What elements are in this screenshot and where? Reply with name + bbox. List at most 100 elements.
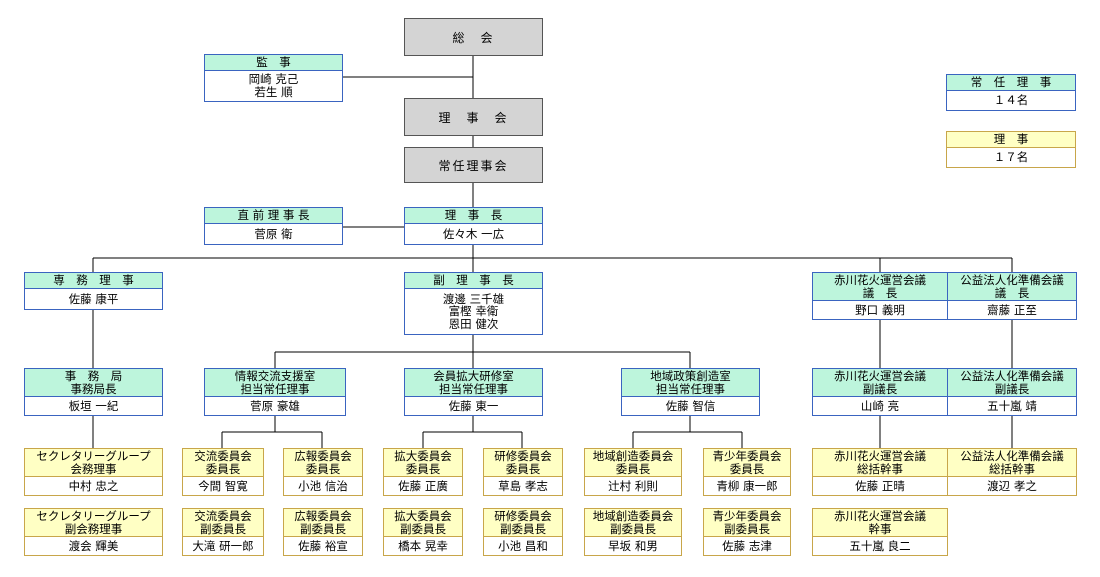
box-name: 渡邊 三千雄 富樫 幸衛 恩田 健次	[442, 291, 505, 331]
box-title: 監 事	[205, 55, 342, 71]
secretariat-box: 事 務 局 事務局長 板垣 一紀	[24, 368, 163, 416]
box-name: 野口 義明	[855, 302, 905, 317]
committee-box: 公益法人化準備会議 総括幹事渡辺 孝之	[947, 448, 1077, 496]
committee-box: 研修委員会 副委員長小池 昌和	[483, 508, 563, 556]
box-name: 板垣 一紀	[68, 398, 119, 413]
box-title: 交流委員会 委員長	[183, 449, 263, 477]
box-title: 青少年委員会 副委員長	[704, 509, 790, 537]
box-title: 公益法人化準備会議 副議長	[948, 369, 1076, 397]
box-title: 地域創造委員会 委員長	[585, 449, 681, 477]
committee-box: 青少年委員会 委員長青柳 康一郎	[703, 448, 791, 496]
box-title: セクレタリーグループ 会務理事	[25, 449, 162, 477]
fireworks-vice-box: 赤川花火運営会議 副議長 山崎 亮	[812, 368, 948, 416]
box-title: 副 理 事 長	[405, 273, 542, 289]
info-office-box: 情報交流支援室 担当常任理事 菅原 豪雄	[204, 368, 346, 416]
former-chair-box: 直 前 理 事 長 菅原 衛	[204, 207, 343, 245]
box-name: 草島 孝志	[498, 478, 548, 493]
box-name: 渡辺 孝之	[987, 478, 1037, 493]
general-meeting-box: 総 会	[404, 18, 543, 56]
box-title: 広報委員会 委員長	[284, 449, 362, 477]
legend-count: １４名	[993, 93, 1029, 107]
committee-box: 拡大委員会 副委員長橋本 晃幸	[383, 508, 463, 556]
box-name: 菅原 豪雄	[250, 398, 300, 413]
box-title: 専 務 理 事	[25, 273, 162, 289]
box-name: 佐藤 康平	[68, 291, 119, 306]
committee-box: 地域創造委員会 委員長辻村 利則	[584, 448, 682, 496]
box-name: 佐藤 東一	[448, 398, 499, 413]
corp-vice-box: 公益法人化準備会議 副議長 五十嵐 靖	[947, 368, 1077, 416]
vice-chair-box: 副 理 事 長 渡邊 三千雄 富樫 幸衛 恩田 健次	[404, 272, 543, 335]
box-name: 佐藤 志津	[722, 538, 772, 553]
box-title: 事 務 局 事務局長	[25, 369, 162, 397]
legend-standing-directors: 常 任 理 事 １４名	[946, 74, 1076, 111]
box-title: 情報交流支援室 担当常任理事	[205, 369, 345, 397]
box-name: 中村 忠之	[68, 478, 119, 493]
box-title: 地域創造委員会 副委員長	[585, 509, 681, 537]
member-office-box: 会員拡大研修室 担当常任理事 佐藤 東一	[404, 368, 543, 416]
box-name: 今間 智寛	[198, 478, 248, 493]
box-name: 早坂 和男	[608, 538, 658, 553]
legend-title: 理 事	[947, 132, 1075, 148]
committee-box: 地域創造委員会 副委員長早坂 和男	[584, 508, 682, 556]
committee-box: 青少年委員会 副委員長佐藤 志津	[703, 508, 791, 556]
auditor-box: 監 事 岡崎 克己 若生 順	[204, 54, 343, 102]
box-name: 菅原 衛	[254, 226, 293, 241]
box-title: 青少年委員会 委員長	[704, 449, 790, 477]
box-name: 大滝 研一郎	[192, 538, 254, 553]
box-name: 五十嵐 靖	[987, 398, 1037, 413]
legend-directors: 理 事 １７名	[946, 131, 1076, 168]
box-name: 橋本 晃幸	[398, 538, 448, 553]
committee-box: 赤川花火運営会議 総括幹事佐藤 正晴	[812, 448, 948, 496]
standing-board-box: 常任理事会	[404, 147, 543, 183]
box-title: 公益法人化準備会議 議 長	[948, 273, 1076, 301]
box-name: 辻村 利則	[608, 478, 658, 493]
committee-box: 赤川花火運営会議 幹事五十嵐 良二	[812, 508, 948, 556]
box-name: 小池 昌和	[498, 538, 548, 553]
board-box: 理 事 会	[404, 98, 543, 136]
box-name: 五十嵐 良二	[849, 538, 911, 553]
chair-box: 理 事 長 佐々木 一広	[404, 207, 543, 245]
committee-box: セクレタリーグループ 会務理事中村 忠之	[24, 448, 163, 496]
box-title: 広報委員会 副委員長	[284, 509, 362, 537]
committee-box: 拡大委員会 委員長佐藤 正廣	[383, 448, 463, 496]
box-title: 拡大委員会 副委員長	[384, 509, 462, 537]
legend-count: １７名	[993, 150, 1029, 164]
box-name: 佐藤 正晴	[855, 478, 905, 493]
box-name: 小池 信治	[298, 478, 348, 493]
box-title: 拡大委員会 委員長	[384, 449, 462, 477]
box-name: 齋藤 正至	[987, 302, 1037, 317]
committee-box: 広報委員会 副委員長佐藤 裕宣	[283, 508, 363, 556]
committee-box: 広報委員会 委員長小池 信治	[283, 448, 363, 496]
box-name: 山崎 亮	[860, 398, 900, 413]
fireworks-chair-box: 赤川花火運営会議 議 長 野口 義明	[812, 272, 948, 320]
managing-director-box: 専 務 理 事 佐藤 康平	[24, 272, 163, 310]
legend-title: 常 任 理 事	[947, 75, 1075, 91]
box-name: 佐藤 正廣	[398, 478, 448, 493]
box-title: セクレタリーグループ 副会務理事	[25, 509, 162, 537]
policy-office-box: 地域政策創造室 担当常任理事 佐藤 智信	[621, 368, 760, 416]
box-title: 理 事 長	[405, 208, 542, 224]
box-title: 公益法人化準備会議 総括幹事	[948, 449, 1076, 477]
box-title: 赤川花火運営会議 総括幹事	[813, 449, 947, 477]
box-title: 赤川花火運営会議 幹事	[813, 509, 947, 537]
committee-box: 研修委員会 委員長草島 孝志	[483, 448, 563, 496]
committee-box: 交流委員会 委員長今間 智寛	[182, 448, 264, 496]
box-title: 直 前 理 事 長	[205, 208, 342, 224]
box-name: 佐藤 智信	[665, 398, 716, 413]
box-name: 佐藤 裕宣	[298, 538, 348, 553]
box-title: 交流委員会 副委員長	[183, 509, 263, 537]
box-name: 佐々木 一広	[442, 226, 505, 241]
box-title: 会員拡大研修室 担当常任理事	[405, 369, 542, 397]
committee-box: セクレタリーグループ 副会務理事渡会 輝美	[24, 508, 163, 556]
committee-box: 交流委員会 副委員長大滝 研一郎	[182, 508, 264, 556]
box-title: 赤川花火運営会議 議 長	[813, 273, 947, 301]
box-name: 岡崎 克己 若生 順	[248, 72, 299, 99]
corp-chair-box: 公益法人化準備会議 議 長 齋藤 正至	[947, 272, 1077, 320]
box-title: 研修委員会 委員長	[484, 449, 562, 477]
box-name: 渡会 輝美	[68, 538, 119, 553]
box-title: 赤川花火運営会議 副議長	[813, 369, 947, 397]
box-name: 青柳 康一郎	[716, 478, 778, 493]
box-title: 研修委員会 副委員長	[484, 509, 562, 537]
box-title: 地域政策創造室 担当常任理事	[622, 369, 759, 397]
